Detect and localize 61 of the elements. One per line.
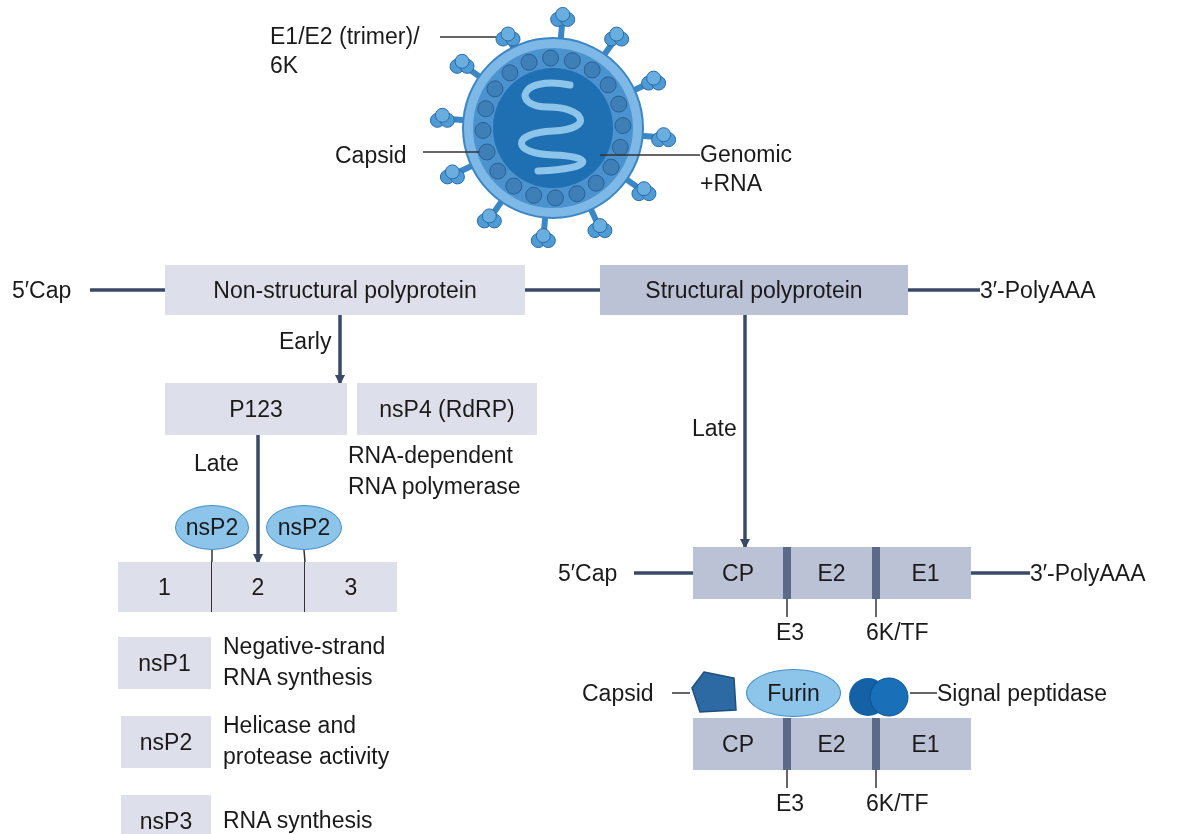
- protein-ellipse: nsP2: [175, 505, 249, 550]
- node-label: 3′-PolyAAA: [1030, 558, 1170, 588]
- protein-box: nsP3: [121, 795, 211, 834]
- node-label: 5′Cap: [12, 275, 90, 305]
- protein-box: nsP4 (RdRP): [357, 383, 537, 435]
- protein-ellipse: nsP2: [266, 505, 342, 550]
- leader-line: [422, 151, 480, 153]
- leader-line: [303, 549, 306, 563]
- protein-box: E2: [791, 718, 872, 770]
- node-label: Signal peptidase: [937, 678, 1152, 708]
- protein-box: CP: [693, 547, 783, 599]
- capsid-protein-icon: [690, 670, 740, 713]
- description-text: RNA-dependent RNA polymerase: [348, 441, 522, 501]
- segment-box: 2: [211, 562, 304, 612]
- leader-line: [439, 36, 497, 38]
- signal-peptidase-icon: [848, 675, 910, 719]
- segment-box: 1: [118, 562, 211, 612]
- protein-box: E1: [880, 718, 971, 770]
- leader-line: [875, 769, 877, 789]
- leader-line: [671, 692, 691, 694]
- node-label: E1/E2 (trimer)/ 6K: [270, 22, 440, 82]
- cleavage-site-bar: [872, 718, 880, 770]
- description-text: RNA synthesis: [223, 806, 374, 834]
- protein-box: E2: [791, 547, 872, 599]
- cleavage-site-bar: [783, 547, 791, 599]
- protein-box: Structural polyprotein: [600, 265, 908, 315]
- protein-box: E1: [880, 547, 971, 599]
- description-text: Negative-strand RNA synthesis: [223, 632, 387, 692]
- node-label: E3: [776, 788, 816, 818]
- connector-line: [525, 288, 600, 292]
- leader-line: [875, 598, 877, 618]
- node-label: 6K/TF: [866, 617, 946, 647]
- node-label: E3: [776, 617, 816, 647]
- connector-line: [90, 288, 165, 292]
- node-label: 5′Cap: [558, 558, 634, 588]
- protein-box: Non-structural polyprotein: [165, 265, 525, 315]
- connector-line: [971, 571, 1030, 575]
- protein-box: nsP1: [118, 637, 211, 689]
- node-label: Capsid: [582, 678, 672, 708]
- arrow: [253, 435, 263, 564]
- protein-box: CP: [693, 718, 783, 770]
- connector-line: [908, 288, 980, 292]
- node-label: Genomic +RNA: [700, 140, 830, 200]
- protein-ellipse: Furin: [746, 669, 841, 717]
- segment-box: 3: [304, 562, 397, 612]
- protein-box: P123: [165, 383, 347, 435]
- arrow: [335, 315, 345, 385]
- leader-line: [786, 769, 788, 789]
- arrow: [740, 315, 750, 549]
- node-label: 3′-PolyAAA: [980, 275, 1120, 305]
- leader-line: [786, 598, 788, 618]
- leader-line: [909, 692, 938, 694]
- node-label: 6K/TF: [866, 788, 946, 818]
- cleavage-site-bar: [872, 547, 880, 599]
- cleavage-site-bar: [783, 718, 791, 770]
- protein-box: nsP2: [121, 716, 211, 768]
- leader-line: [211, 549, 213, 563]
- description-text: Helicase and protease activity: [223, 711, 391, 771]
- connector-line: [634, 571, 693, 575]
- node-label: Capsid: [335, 140, 423, 170]
- leader-line: [599, 154, 701, 156]
